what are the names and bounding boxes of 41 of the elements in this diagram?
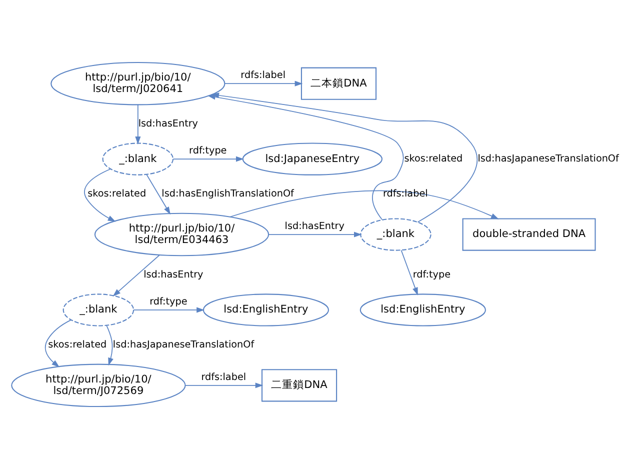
edge-label: skos:related <box>48 338 107 350</box>
edge-label: rdfs:label <box>382 188 428 200</box>
arrow <box>268 231 362 237</box>
edge-label: rdfs:label <box>240 70 286 81</box>
edge-label: lsd:hasEntry <box>138 118 198 129</box>
node-ellipse: http://purl.jp/bio/10/ lsd/term/E034463 <box>94 212 270 256</box>
arrow <box>184 382 264 388</box>
arrow <box>106 324 114 366</box>
edge-label: lsd:hasJapaneseTranslationOf <box>112 338 254 350</box>
arrow <box>133 306 204 312</box>
node-ellipse: http://purl.jp/bio/10/ lsd/term/J072569 <box>11 363 186 407</box>
edge-label: rdfs:label <box>201 371 246 382</box>
node-ellipse: lsd:EnglishEntry <box>202 293 330 326</box>
edge-label: rdf:type <box>412 268 451 280</box>
edge-label: skos:related <box>404 153 463 164</box>
node-ellipse: _:blank <box>360 218 432 250</box>
arrow <box>224 80 303 86</box>
node-ellipse: lsd:JapaneseEntry <box>242 142 382 175</box>
arrow <box>44 319 72 367</box>
edge-label: lsd:hasEntry <box>144 268 204 280</box>
edge-label: lsd:hasEntry <box>284 220 344 232</box>
arrow <box>172 156 244 162</box>
node-box: 二重鎖DNA <box>261 368 338 402</box>
arrow <box>400 249 418 295</box>
arrow <box>84 168 116 222</box>
arrow <box>230 190 499 219</box>
arrow <box>135 104 141 144</box>
arrow <box>146 174 170 214</box>
node-ellipse: http://purl.jp/bio/10/ lsd/term/J020641 <box>50 61 226 105</box>
edge-label: lsd:hasEnglishTranslationOf <box>162 188 294 200</box>
arrow <box>211 92 478 222</box>
arrow <box>112 254 160 296</box>
node-box: 二本鎖DNA <box>300 66 377 100</box>
node-box: double-stranded DNA <box>462 218 596 250</box>
node-ellipse: lsd:EnglishEntry <box>360 293 486 326</box>
node-ellipse: _:blank <box>102 142 174 175</box>
edge-label: skos:related <box>88 188 146 200</box>
edge-label: lsd:hasJapaneseTranslationOf <box>478 153 619 164</box>
edge-label: rdf:type <box>150 296 188 308</box>
edge-label: rdf:type <box>189 145 227 156</box>
node-ellipse: _:blank <box>62 293 134 326</box>
